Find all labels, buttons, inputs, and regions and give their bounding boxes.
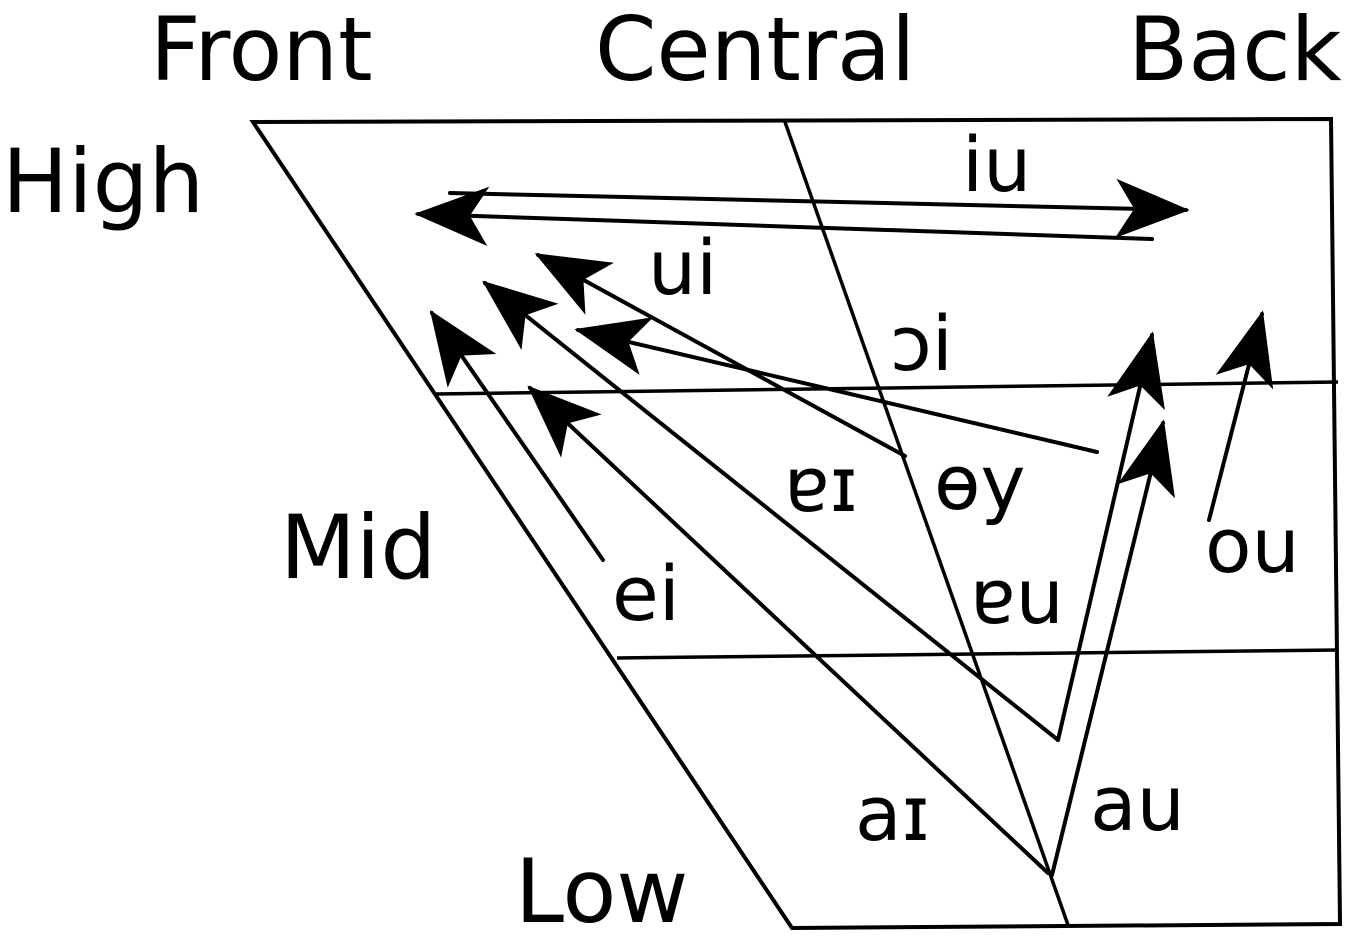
row-label-low: Low <box>515 840 688 937</box>
diphthong-label-ua: ɐu <box>970 552 1064 641</box>
vowel-space-outline <box>249 116 1343 931</box>
arrow-ou <box>1207 310 1274 522</box>
diphthong-label-oy: ɵy <box>934 438 1025 527</box>
column-label-back: Back <box>1128 0 1342 101</box>
diphthong-label-oi: ɔi <box>890 299 953 388</box>
diphthong-label-au: au <box>1090 759 1185 848</box>
arrow-ai <box>527 385 1050 875</box>
diphthong-label-iu: iu <box>962 120 1031 209</box>
diphthong-label-ui: ui <box>648 223 717 312</box>
arrow-ei <box>429 309 605 562</box>
central-divider-line <box>783 121 1070 926</box>
arrow-au <box>1050 419 1175 877</box>
arrow-ui <box>414 186 1154 246</box>
arrow-ua <box>482 280 1060 742</box>
high-mid-boundary-line <box>435 380 1339 396</box>
diphthong-label-ei: ei <box>612 549 680 638</box>
column-label-central: Central <box>595 0 915 101</box>
row-label-mid: Mid <box>280 496 436 599</box>
arrow-ia <box>534 253 907 458</box>
row-label-high: High <box>2 130 204 233</box>
arrow-oi <box>574 317 1099 454</box>
arrow-ua-return <box>1056 331 1165 742</box>
arrow-iu <box>448 178 1190 238</box>
diphthong-label-ia: ɐɪ <box>784 440 858 529</box>
diphthong-label-ai: aɪ <box>855 769 930 858</box>
column-label-front: Front <box>150 0 373 101</box>
diphthong-label-ou: ou <box>1205 501 1300 590</box>
mid-low-boundary-line <box>616 648 1339 660</box>
